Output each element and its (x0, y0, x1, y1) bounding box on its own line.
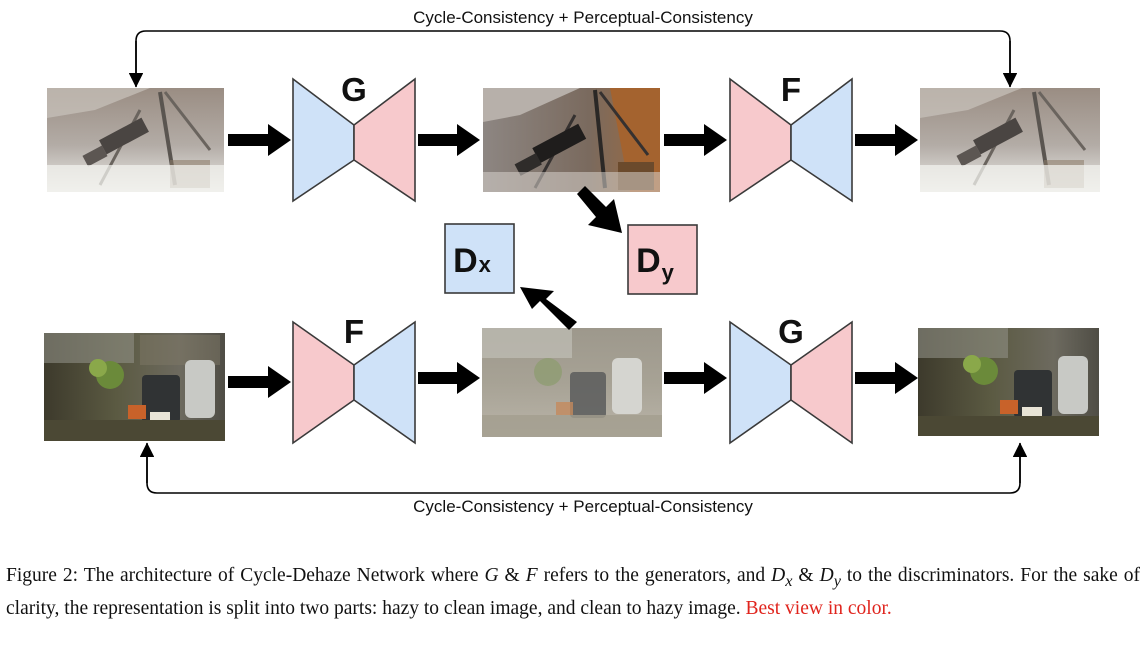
caption-highlight: Best view in color. (745, 597, 892, 619)
bottom-loop-arrow (139, 442, 1028, 494)
hazy-input-image (47, 88, 224, 192)
discriminator-dx: Dx (444, 223, 515, 294)
generator-f-top-label: F (781, 71, 801, 108)
generator-g-top (292, 77, 416, 203)
figure-caption: Figure 2: The architecture of Cycle-Deha… (6, 565, 1141, 619)
arrow-bottom-3 (664, 362, 727, 394)
dx-sub-label: x (479, 252, 492, 277)
dy-sub-label: y (662, 260, 675, 285)
arrow-top-3 (664, 124, 727, 156)
arrow-to-dx (520, 287, 577, 330)
generator-f-top (729, 77, 853, 203)
dx-main-label: D (453, 242, 478, 280)
generator-g-bottom (729, 320, 853, 445)
generator-g-top-label: G (341, 71, 367, 108)
dy-main-label: D (636, 242, 661, 280)
generator-g-bottom-label: G (778, 313, 804, 350)
hazed-output-image (482, 328, 662, 437)
arrow-bottom-4 (855, 362, 918, 394)
generator-f-bottom (292, 320, 416, 445)
top-loop-arrow (128, 30, 1018, 88)
arrow-top-4 (855, 124, 918, 156)
arrow-bottom-1 (228, 366, 291, 398)
arrow-bottom-2 (418, 362, 480, 394)
arrow-to-dy (577, 186, 622, 233)
arrow-top-1 (228, 124, 291, 156)
reconstructed-hazy-image (920, 88, 1100, 192)
arrow-top-2 (418, 124, 480, 156)
clean-input-image (44, 333, 225, 441)
top-loop-label: Cycle-Consistency + Perceptual-Consisten… (413, 8, 753, 27)
svg-text:Dx: Dx (453, 242, 492, 280)
flow-arrows (228, 124, 918, 398)
dehazed-output-image (483, 88, 660, 192)
svg-text:Dy: Dy (636, 242, 675, 285)
architecture-diagram: Cycle-Consistency + Perceptual-Consisten… (44, 8, 1100, 516)
reconstructed-clean-image (918, 328, 1099, 436)
discriminator-dy: Dy (627, 224, 698, 295)
generator-f-bottom-label: F (344, 313, 364, 350)
bottom-loop-label: Cycle-Consistency + Perceptual-Consisten… (413, 497, 753, 516)
